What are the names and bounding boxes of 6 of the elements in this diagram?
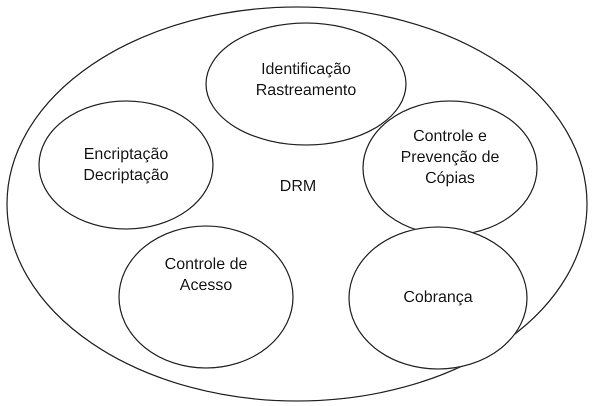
node-label: Controle e Prevenção de Cópias bbox=[400, 127, 500, 189]
node-label: Identificação Rastreamento bbox=[254, 60, 358, 101]
node-label: Cobrança bbox=[402, 288, 474, 308]
node-label: Encriptação Decriptação bbox=[82, 145, 170, 186]
node-label: DRM bbox=[278, 177, 318, 197]
node-label: Controle de Acesso bbox=[164, 255, 248, 296]
